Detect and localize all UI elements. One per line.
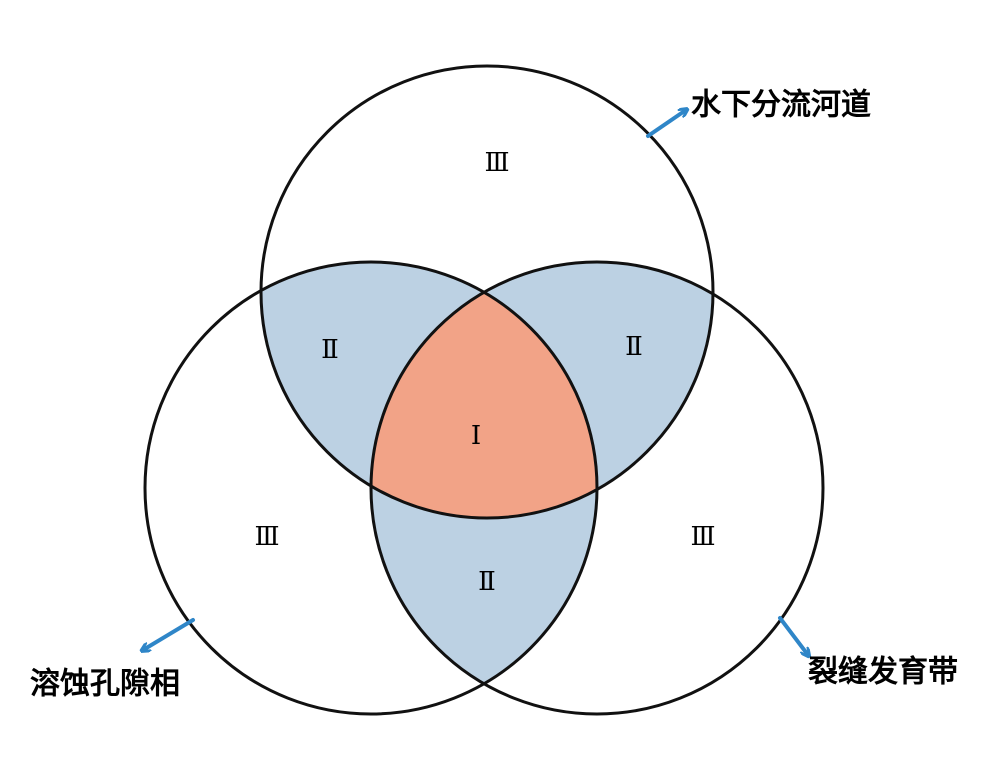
arrow-top — [646, 110, 686, 138]
set-label-top: 水下分流河道 — [691, 88, 871, 123]
overlap-center-clip-b — [371, 262, 597, 518]
region-label-top-left: Ⅱ — [321, 335, 339, 365]
region-label-center: Ⅰ — [471, 421, 481, 451]
arrow-left — [143, 618, 195, 650]
set-label-right: 裂缝发育带 — [808, 655, 958, 690]
circle-right-outline — [369, 260, 825, 716]
circle-left-outline — [143, 260, 599, 716]
region-label-left-right: Ⅱ — [478, 567, 496, 597]
region-label-top-right: Ⅱ — [625, 332, 643, 362]
region-label-left-only: Ⅲ — [254, 522, 279, 552]
overlap-center — [371, 262, 597, 518]
arrow-right — [778, 616, 808, 655]
region-label-right-only: Ⅲ — [690, 522, 715, 552]
region-label-top-only: Ⅲ — [484, 148, 509, 178]
overlap-center-clip-a — [371, 262, 597, 518]
set-label-left: 溶蚀孔隙相 — [30, 667, 180, 702]
